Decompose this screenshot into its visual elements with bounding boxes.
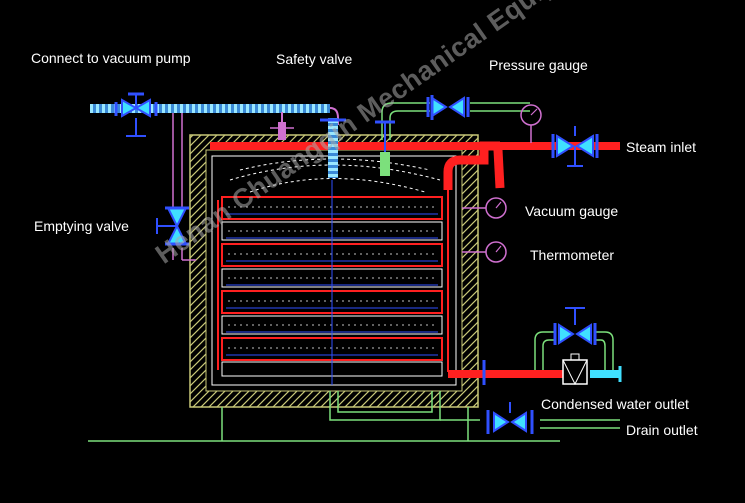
label-safety-valve: Safety valve bbox=[276, 51, 353, 67]
pressure-line-valve-icon bbox=[426, 96, 470, 118]
vacuum-pump-pipe bbox=[90, 104, 330, 113]
safety-valve-icon bbox=[270, 112, 294, 140]
label-vacuum-pump: Connect to vacuum pump bbox=[31, 50, 191, 66]
steam-header-pipe bbox=[210, 142, 500, 150]
thermometer-icon bbox=[462, 241, 507, 263]
steam-inlet-valve-icon bbox=[551, 126, 599, 167]
drain-valve-icon bbox=[486, 402, 534, 434]
vacuum-down-pipe bbox=[328, 118, 338, 178]
steam-riser bbox=[443, 141, 500, 190]
label-steam-inlet: Steam inlet bbox=[626, 139, 697, 155]
label-vacuum-gauge: Vacuum gauge bbox=[525, 203, 619, 219]
label-pressure-gauge: Pressure gauge bbox=[489, 57, 588, 73]
label-drain-outlet: Drain outlet bbox=[626, 422, 698, 438]
bypass-line bbox=[534, 331, 614, 370]
condensate-pipe bbox=[448, 370, 563, 378]
drain-line bbox=[440, 419, 620, 429]
bypass-valve-icon bbox=[553, 307, 597, 345]
top-gate-valve-icon bbox=[375, 120, 395, 176]
pressure-gauge-icon bbox=[520, 104, 542, 143]
steam-trap-icon bbox=[562, 353, 588, 386]
emptying-line bbox=[172, 113, 196, 261]
vessel-legs bbox=[221, 391, 469, 441]
pressure-gauge-line bbox=[381, 102, 530, 140]
label-thermometer: Thermometer bbox=[530, 247, 615, 263]
label-condensed-outlet: Condensed water outlet bbox=[541, 396, 689, 412]
vacuum-gauge-icon bbox=[462, 197, 507, 219]
emptying-valve-icon bbox=[156, 206, 189, 246]
heating-shelves bbox=[217, 180, 449, 385]
label-emptying-valve: Emptying valve bbox=[34, 218, 129, 234]
